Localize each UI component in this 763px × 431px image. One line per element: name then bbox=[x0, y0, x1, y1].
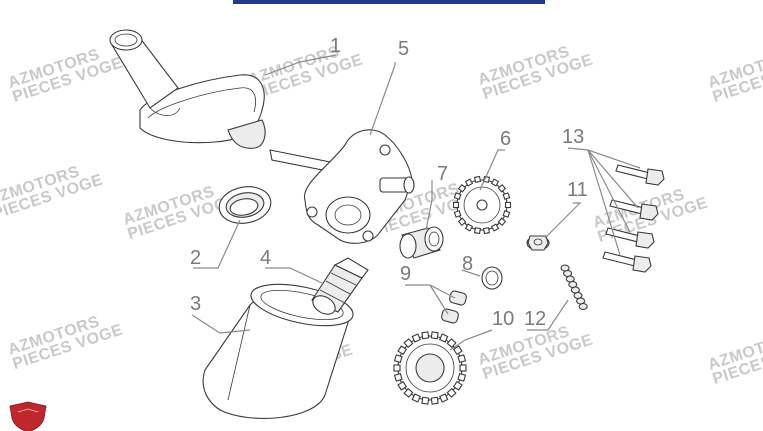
callout-10: 10 bbox=[492, 308, 514, 330]
callout-4: 4 bbox=[260, 247, 271, 269]
header-rule bbox=[233, 0, 545, 4]
leader-lines bbox=[191, 54, 641, 351]
watermark-text: AZMOTORSPIECES VOGE bbox=[706, 322, 763, 388]
callout-3: 3 bbox=[190, 293, 201, 315]
part-1-filler-cover bbox=[109, 29, 266, 149]
watermark-text: AZMOTORSPIECES VOGE bbox=[476, 37, 595, 103]
callout-8: 8 bbox=[462, 253, 473, 275]
part-9-dowel-pins bbox=[441, 290, 467, 324]
part-5-oil-pump-body bbox=[269, 129, 415, 244]
part-2-seal-ring bbox=[218, 186, 272, 224]
part-13-flange-bolts bbox=[602, 164, 665, 273]
callout-6: 6 bbox=[500, 128, 511, 150]
part-8-o-ring bbox=[481, 266, 503, 290]
callout-13: 13 bbox=[562, 126, 584, 148]
callout-labels: 1 2 3 4 5 6 7 8 9 10 11 12 13 bbox=[190, 35, 588, 330]
part-10-drive-sprocket bbox=[393, 331, 467, 405]
watermark-text: AZMOTORSPIECES VOGE bbox=[706, 40, 763, 106]
callout-2: 2 bbox=[190, 247, 201, 269]
part-6-pump-sprocket bbox=[452, 175, 512, 235]
callout-5: 5 bbox=[398, 38, 409, 60]
watermark-text: AZMOTORSPIECES VOGE bbox=[6, 307, 125, 373]
part-11-flange-nut bbox=[526, 235, 550, 251]
part-4-union-bolt bbox=[311, 257, 369, 315]
callout-1: 1 bbox=[330, 35, 341, 57]
watermark-text: AZMOTORSPIECES VOGE bbox=[6, 40, 125, 106]
shield-logo-icon bbox=[9, 401, 47, 431]
callout-9: 9 bbox=[400, 263, 411, 285]
callout-12: 12 bbox=[524, 308, 546, 330]
watermark-text: AZMOTORSPIECES VOGE bbox=[0, 157, 105, 223]
callout-7: 7 bbox=[437, 163, 448, 185]
part-7-pump-rotor bbox=[399, 226, 444, 259]
callout-11: 11 bbox=[567, 179, 588, 201]
part-12-drive-chain bbox=[560, 264, 588, 311]
